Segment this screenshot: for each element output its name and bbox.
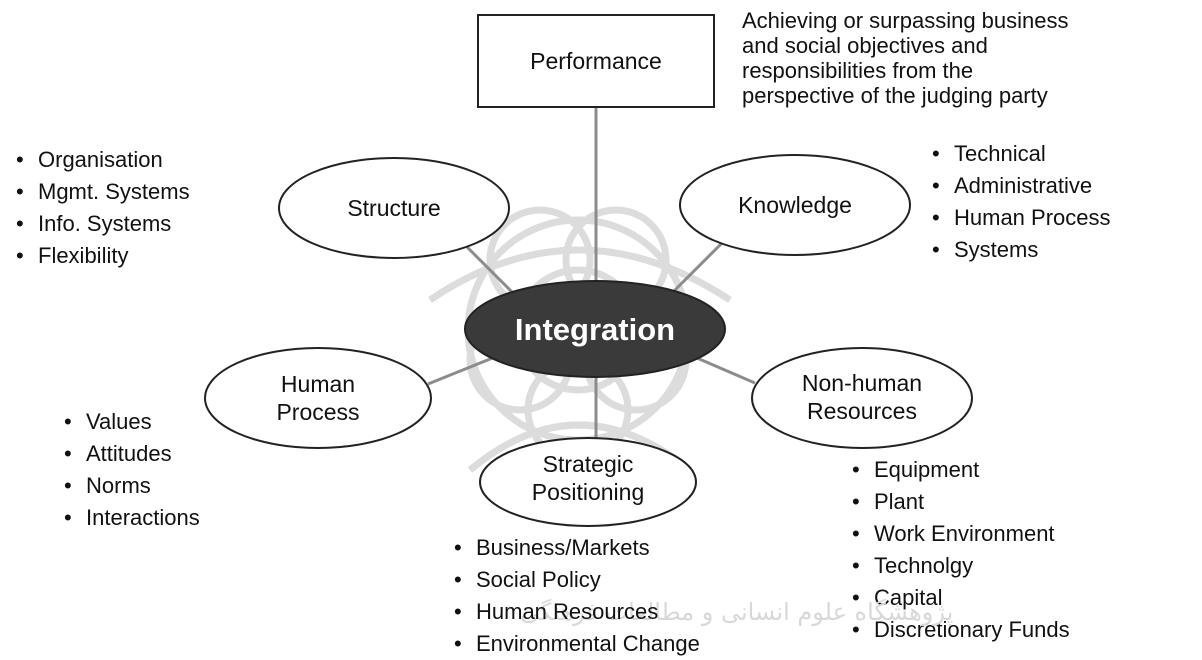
performance-description-line: and social objectives and <box>742 33 988 58</box>
strategic-label-line2: Positioning <box>532 479 645 505</box>
list-item: Mgmt. Systems <box>14 176 190 208</box>
list-item: Organisation <box>14 144 190 176</box>
structure-label: Structure <box>347 195 440 221</box>
knowledge-node: Knowledge <box>679 154 911 256</box>
list-item: Human Resources <box>452 596 700 628</box>
knowledge-list: Technical Administrative Human Process S… <box>930 138 1111 266</box>
human-process-list: Values Attitudes Norms Interactions <box>62 406 200 534</box>
non-human-resources-list: Equipment Plant Work Environment Technol… <box>850 454 1070 646</box>
non-human-label-line1: Non-human <box>802 370 922 396</box>
integration-node: Integration <box>464 280 726 378</box>
connector-lines <box>427 105 756 446</box>
list-item: Work Environment <box>850 518 1070 550</box>
list-item: Values <box>62 406 200 438</box>
list-item: Info. Systems <box>14 208 190 240</box>
list-item: Attitudes <box>62 438 200 470</box>
strategic-positioning-list: Business/Markets Social Policy Human Res… <box>452 532 700 660</box>
list-item: Flexibility <box>14 240 190 272</box>
list-item: Systems <box>930 234 1111 266</box>
list-item: Capital <box>850 582 1070 614</box>
list-item: Equipment <box>850 454 1070 486</box>
connector-human-process <box>427 353 501 386</box>
performance-description-line: perspective of the judging party <box>742 83 1048 108</box>
strategic-positioning-node: Strategic Positioning <box>479 437 697 527</box>
structure-list: Organisation Mgmt. Systems Info. Systems… <box>14 144 190 272</box>
human-process-label-line1: Human <box>281 371 355 397</box>
integration-label: Integration <box>515 312 675 347</box>
list-item: Technical <box>930 138 1111 170</box>
strategic-label-line1: Strategic <box>543 451 634 477</box>
list-item: Technolgy <box>850 550 1070 582</box>
structure-node: Structure <box>278 157 510 259</box>
list-item: Interactions <box>62 502 200 534</box>
connector-structure <box>458 238 522 302</box>
performance-description-line: responsibilities from the <box>742 58 974 83</box>
connector-knowledge <box>668 238 727 297</box>
non-human-resources-node: Non-human Resources <box>751 347 973 449</box>
knowledge-label: Knowledge <box>738 192 852 218</box>
list-item: Human Process <box>930 202 1111 234</box>
human-process-label-line2: Process <box>276 399 359 425</box>
list-item: Business/Markets <box>452 532 700 564</box>
list-item: Discretionary Funds <box>850 614 1070 646</box>
list-item: Environmental Change <box>452 628 700 660</box>
performance-node: Performance <box>477 14 715 108</box>
performance-label: Performance <box>530 48 662 74</box>
connector-non-human <box>689 353 756 385</box>
non-human-label-line2: Resources <box>807 398 917 424</box>
list-item: Plant <box>850 486 1070 518</box>
list-item: Norms <box>62 470 200 502</box>
performance-description: Achieving or surpassing business and soc… <box>742 8 1069 108</box>
list-item: Social Policy <box>452 564 700 596</box>
human-process-node: Human Process <box>204 347 432 449</box>
performance-description-line: Achieving or surpassing business <box>742 8 1069 33</box>
list-item: Administrative <box>930 170 1111 202</box>
